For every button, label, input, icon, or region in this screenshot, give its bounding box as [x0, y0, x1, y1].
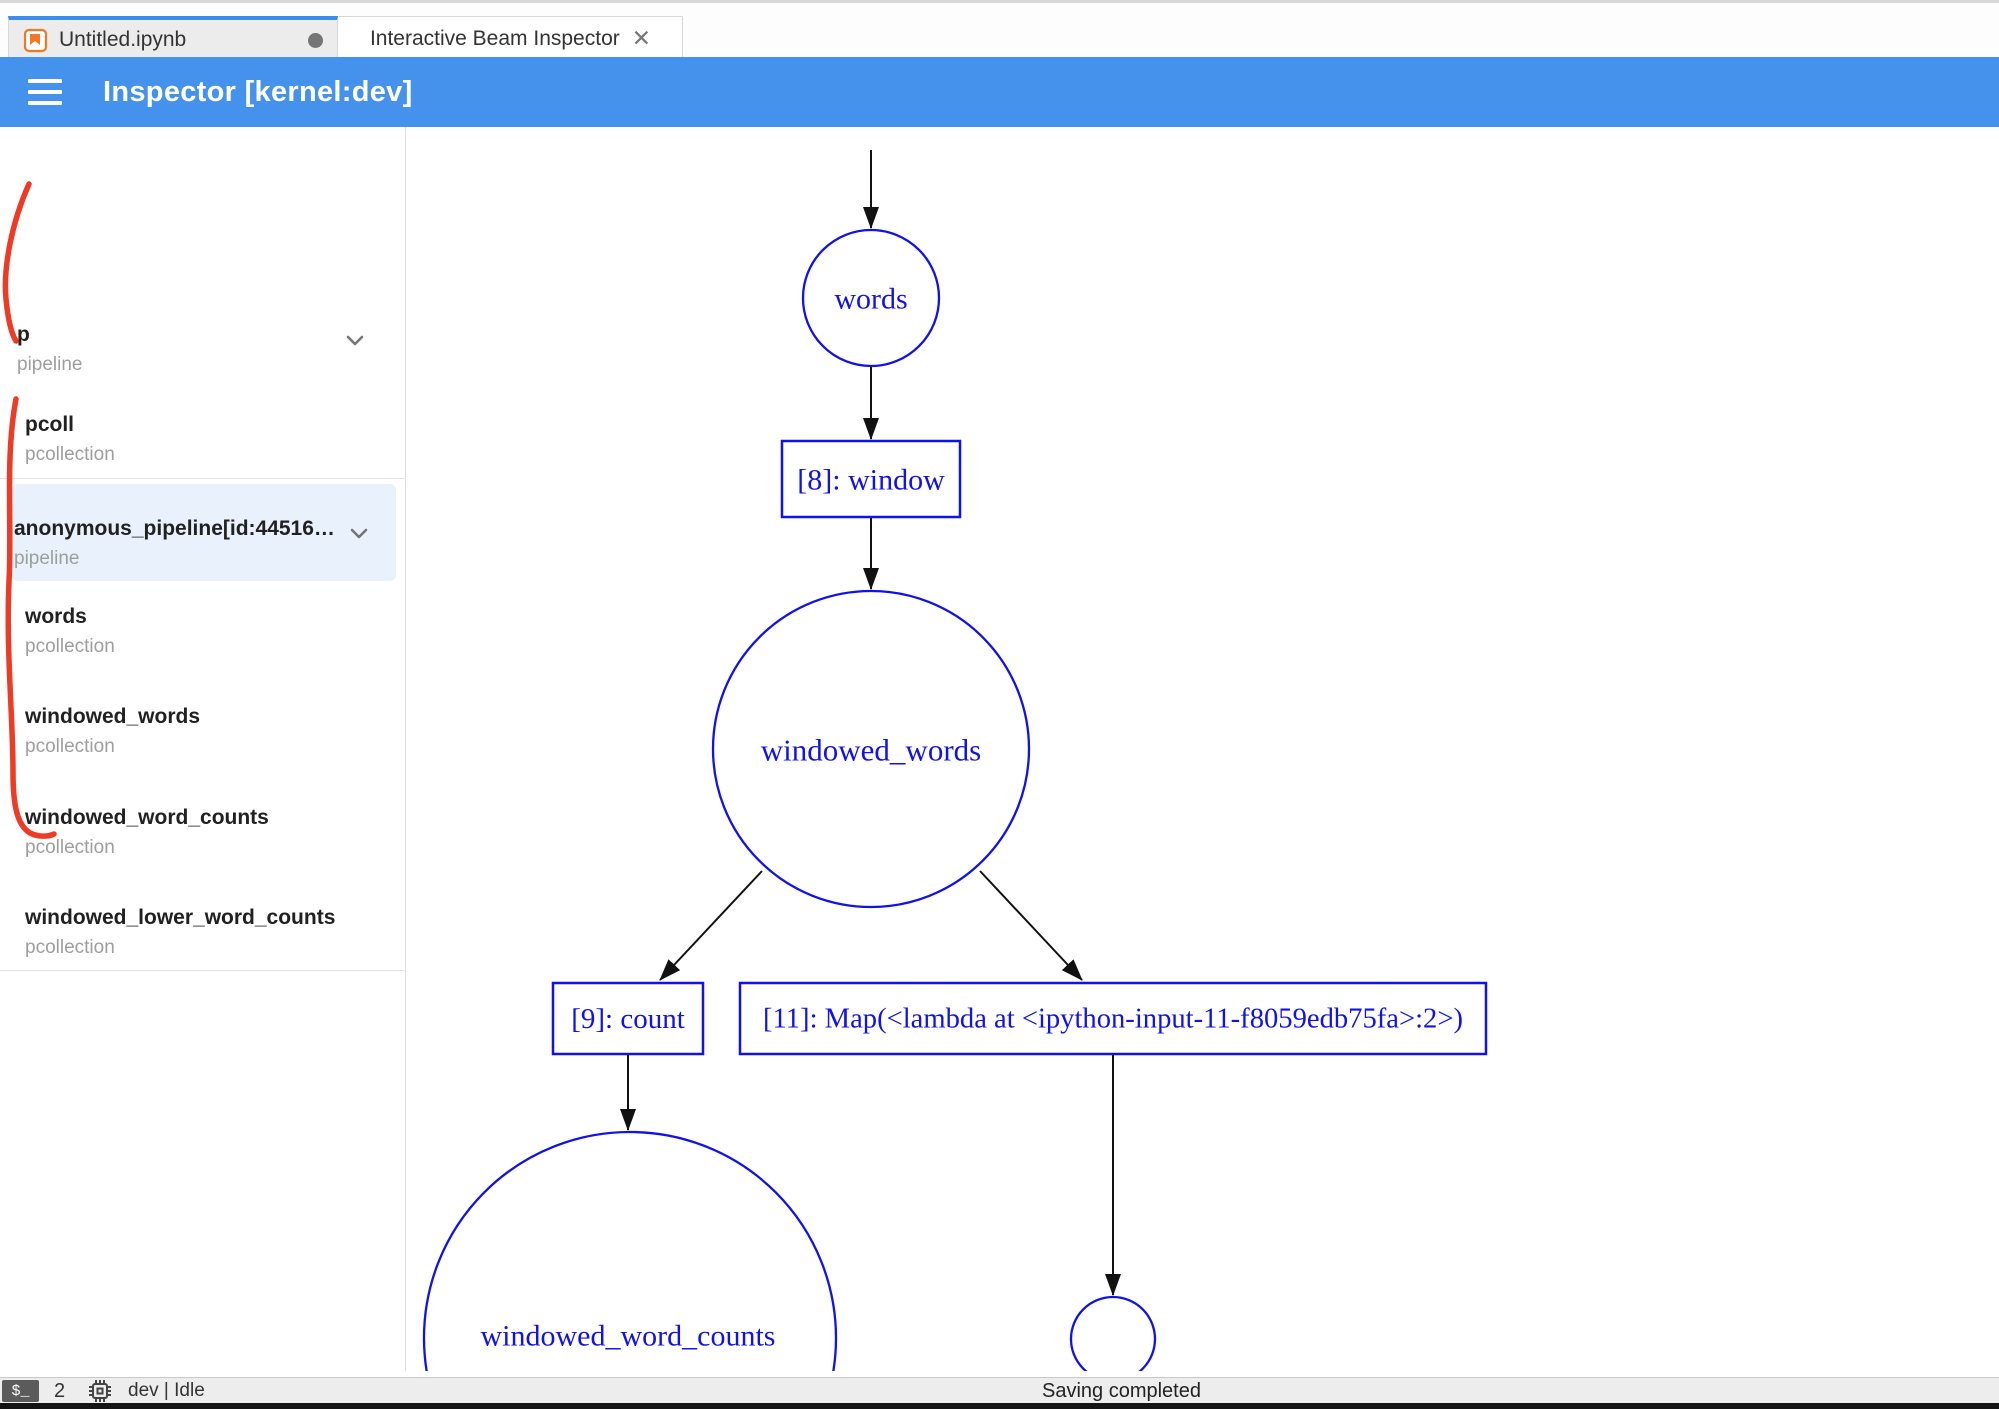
graph-node-label: [11]: Map(<lambda at <ipython-input-11-f… [763, 1004, 1463, 1035]
chevron-down-icon[interactable] [345, 519, 373, 547]
menu-icon[interactable] [28, 79, 62, 105]
selected-item-highlight [12, 484, 396, 581]
sidebar-item-windowed-word-counts[interactable]: windowed_word_counts pcollection [0, 806, 406, 859]
unsaved-changes-dot[interactable] [308, 32, 323, 48]
item-name: windowed_lower_word_counts [25, 906, 336, 929]
pipeline-graph: words [8]: window windowed_words [9]: co… [422, 150, 1488, 1409]
edge-windowed-words-to-count [659, 870, 763, 981]
item-name: windowed_words [25, 705, 201, 728]
close-icon[interactable]: ✕ [631, 25, 652, 51]
divider [0, 478, 406, 479]
item-name: pcoll [25, 413, 75, 436]
kernel-status[interactable]: dev | Idle [128, 1380, 205, 1401]
status-message: Saving completed [1042, 1380, 1201, 1402]
graph-node-words [801, 228, 941, 368]
graph-node-windowed-lower-word-counts [1069, 1295, 1157, 1383]
sidebar-item-words[interactable]: words pcollection [0, 605, 406, 658]
graph-node-windowed-words [711, 589, 1031, 909]
item-type: pcollection [25, 736, 115, 757]
item-type: pipeline [17, 354, 83, 375]
status-bar: $_ 2 dev | Idle Saving completed [0, 1377, 1999, 1403]
graph-node-count [551, 981, 705, 1056]
sidebar-item-windowed-words[interactable]: windowed_words pcollection [0, 705, 406, 758]
item-type: pcollection [25, 837, 115, 858]
item-type: pcollection [25, 444, 115, 465]
graph-node-windowed-word-counts [422, 1130, 838, 1409]
graph-node-map [738, 981, 1488, 1056]
sidebar-item-anonymous-pipeline[interactable]: anonymous_pipeline[id:44516… pipeline [0, 517, 380, 570]
graph-node-label: [8]: window [797, 464, 945, 497]
sidebar-item-pcoll[interactable]: pcoll pcollection [0, 413, 406, 466]
graph-node-window [780, 439, 962, 519]
chevron-down-icon[interactable] [341, 326, 369, 354]
item-name: windowed_word_counts [25, 806, 269, 829]
item-name: anonymous_pipeline[id:44516… [14, 517, 335, 540]
divider [0, 970, 406, 971]
tab-beam-inspector[interactable]: Interactive Beam Inspector ✕ [339, 16, 683, 60]
tab-label: Interactive Beam Inspector [369, 26, 620, 50]
graph-node-label: windowed_word_counts [481, 1320, 776, 1353]
graph-node-label: [9]: count [571, 1003, 685, 1035]
graph-pane: words [8]: window windowed_words [9]: co… [406, 127, 1999, 1409]
edge-windowed-words-to-map [979, 870, 1083, 981]
terminal-icon[interactable]: $_ [2, 1380, 39, 1402]
sidebar-item-windowed-lower-word-counts[interactable]: windowed_lower_word_counts pcollection [0, 906, 406, 959]
graph-node-label: windowed_words [761, 733, 981, 768]
item-type: pcollection [25, 937, 115, 958]
terminal-count[interactable]: 2 [54, 1380, 66, 1402]
graph-node-label: words [834, 283, 907, 316]
tab-label: Untitled.ipynb [59, 28, 187, 51]
dock-tab-bar: Untitled.ipynb Interactive Beam Inspecto… [0, 0, 1999, 60]
item-name: words [25, 605, 87, 628]
inspector-header: Inspector [kernel:dev] [0, 57, 1999, 127]
page-title: Inspector [kernel:dev] [103, 76, 413, 108]
kernel-chip-icon[interactable] [88, 1379, 112, 1403]
item-type: pcollection [25, 636, 115, 657]
content-area: p pipeline pcoll pcollection anonymous_p… [0, 127, 1999, 1409]
item-type: pipeline [14, 548, 80, 569]
window-bottom-edge [0, 1403, 1999, 1409]
notebook-icon [23, 28, 48, 52]
pipeline-sidebar: p pipeline pcoll pcollection anonymous_p… [0, 127, 406, 1371]
tab-untitled-notebook[interactable]: Untitled.ipynb [8, 16, 338, 60]
